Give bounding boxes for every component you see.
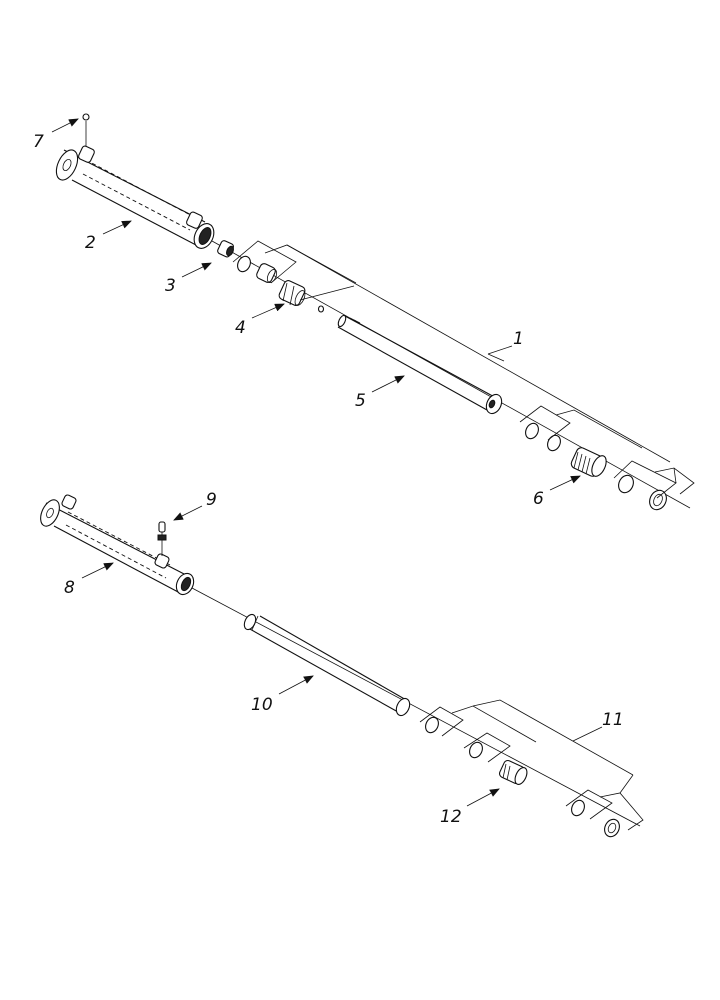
svg-text:5: 5: [355, 391, 366, 411]
svg-text:2: 2: [85, 233, 96, 253]
part-12-gland: [498, 759, 528, 785]
part-3-nut: [217, 240, 234, 258]
part-8-barrel: [40, 494, 195, 596]
lower-seal-a: [425, 716, 439, 734]
callout-9: 9: [173, 490, 217, 521]
svg-text:1: 1: [513, 329, 524, 349]
part-4-piston: [278, 280, 306, 306]
part-5-rod: [337, 314, 503, 415]
seal-ring: [237, 255, 251, 273]
part-9-fitting: [157, 521, 167, 556]
part-6-gland: [570, 447, 607, 477]
callout-7: 7: [33, 118, 79, 152]
part-10-rod: [243, 613, 411, 717]
small-o-ring: [317, 305, 325, 313]
callout-10: 10: [251, 675, 314, 715]
callout-5: 5: [355, 375, 405, 411]
rod-seal-b: [547, 434, 561, 452]
callout-2: 2: [85, 220, 132, 253]
bearing: [256, 263, 278, 283]
lower-cylinder-assembly: [40, 494, 644, 838]
callout-6: 6: [533, 475, 581, 509]
upper-cylinder-assembly: [55, 113, 695, 511]
svg-text:3: 3: [165, 276, 176, 296]
svg-text:11: 11: [602, 710, 624, 730]
kit-1-bracket: [232, 240, 695, 499]
callouts: 7 2 3 4 1 5 6 9: [33, 118, 624, 827]
svg-text:4: 4: [235, 318, 246, 338]
callout-8: 8: [64, 562, 114, 598]
svg-text:8: 8: [64, 578, 75, 598]
svg-text:7: 7: [33, 132, 44, 152]
svg-text:10: 10: [251, 695, 273, 715]
svg-text:12: 12: [440, 807, 462, 827]
svg-text:9: 9: [206, 490, 217, 510]
lower-wiper: [604, 818, 620, 838]
svg-text:6: 6: [533, 489, 544, 509]
part-2-barrel: [55, 145, 215, 249]
end-seal: [618, 474, 634, 494]
lower-end-seal: [571, 799, 585, 817]
callout-12: 12: [440, 788, 500, 827]
rod-seal-a: [525, 422, 539, 440]
callout-3: 3: [165, 262, 212, 296]
callout-11: 11: [572, 710, 624, 742]
callout-4: 4: [235, 303, 285, 338]
lower-seal-b: [469, 741, 483, 759]
kit-11-bracket: [419, 699, 644, 831]
callout-1: 1: [487, 329, 524, 362]
wiper: [649, 489, 667, 511]
